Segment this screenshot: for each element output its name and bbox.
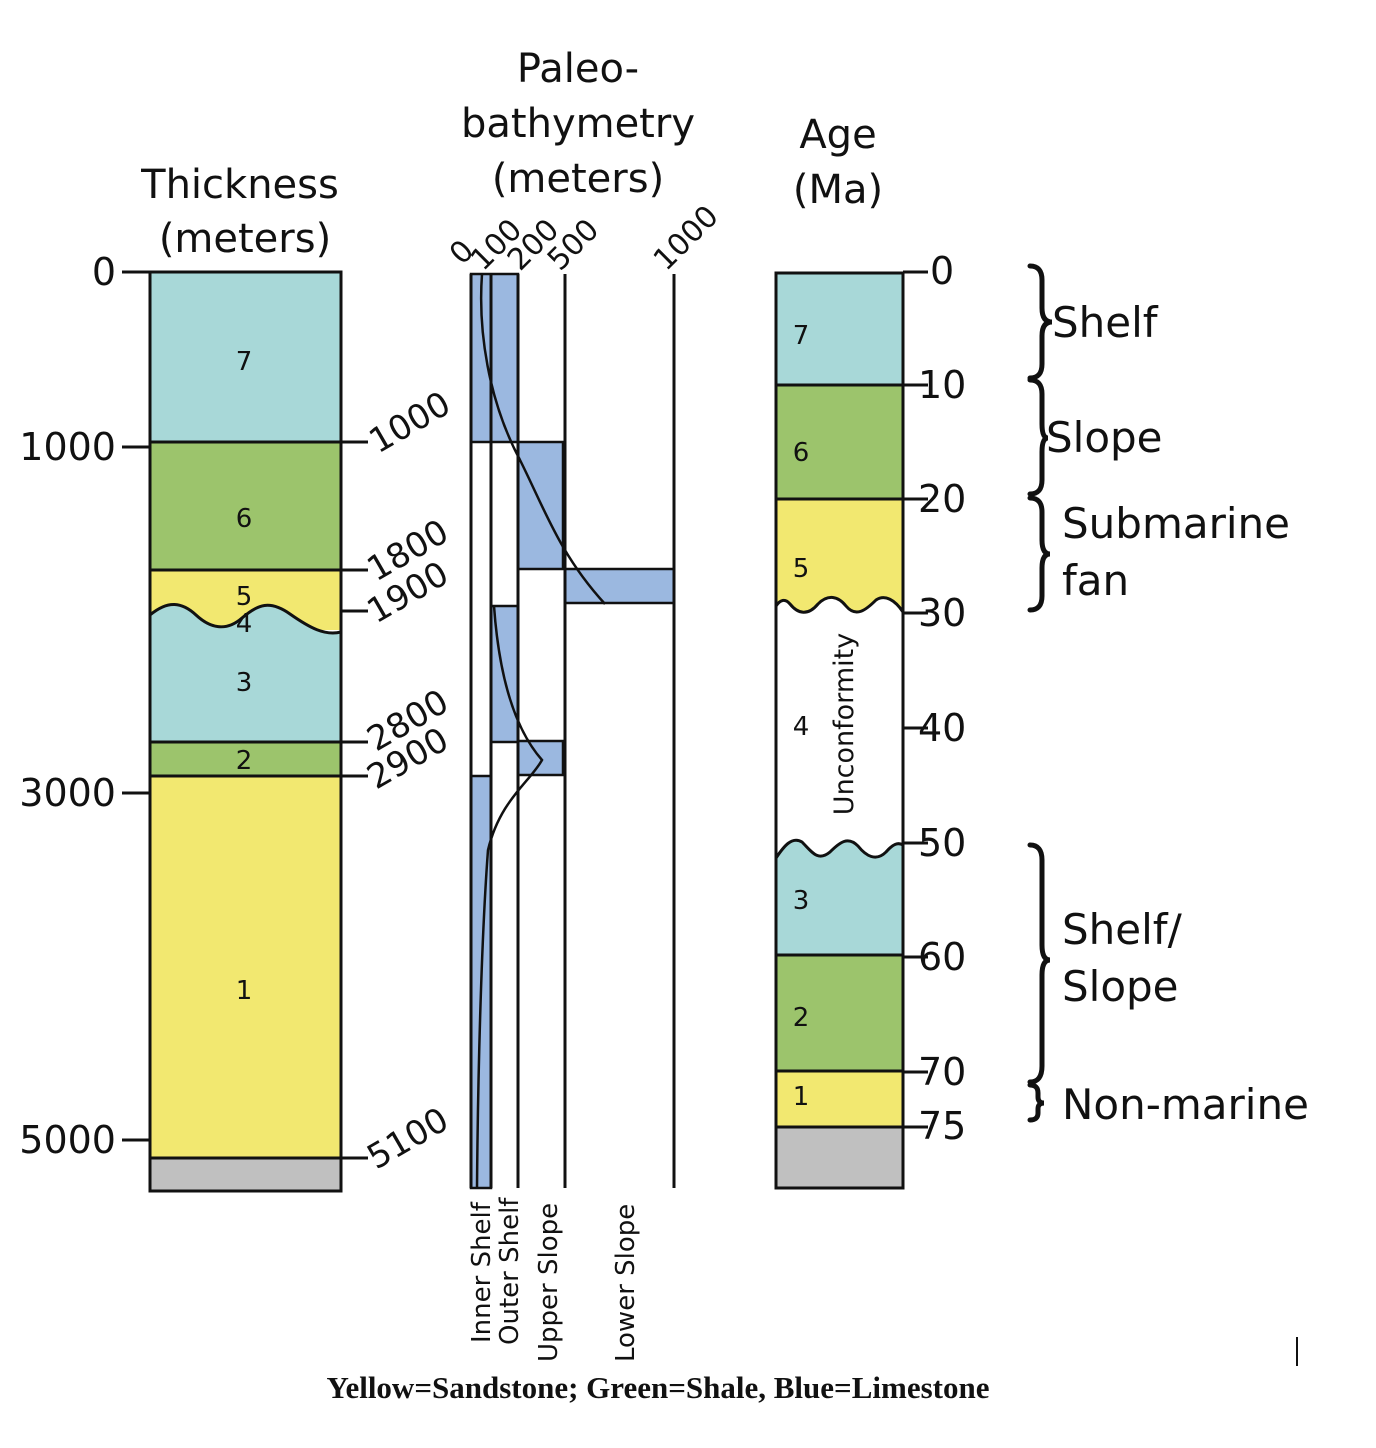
brace-slope <box>1027 377 1049 497</box>
unconformity-label: Unconformity <box>829 633 860 815</box>
unit-label: 4 <box>236 609 253 639</box>
env-label-non-marine: Non-marine <box>1062 1080 1309 1129</box>
env-label-shelf: Shelf <box>1052 298 1159 347</box>
age-unit-label: 4 <box>793 712 810 742</box>
age-unit-7-limestone <box>776 273 903 385</box>
paleo-title-line3: (meters) <box>492 156 664 202</box>
legend-caption: Yellow=Sandstone; Green=Shale, Blue=Lime… <box>327 1370 990 1405</box>
age-tick-label: 75 <box>918 1104 966 1148</box>
age-tick-label: 40 <box>918 706 966 750</box>
age-column-outline <box>774 271 905 1190</box>
age-column: Age (Ma) 0 10 20 <box>774 112 966 1190</box>
age-unit-label: 6 <box>793 438 810 468</box>
env-label-submarine: Submarine <box>1062 499 1290 548</box>
age-unit-label: 7 <box>793 321 810 351</box>
zone-label-outer-shelf: Outer Shelf <box>495 1197 525 1345</box>
age-tick-label: 0 <box>930 249 954 293</box>
boundary-depth-label: 1000 <box>363 384 458 462</box>
depth-label: 1000 <box>647 199 726 278</box>
unconformity-wave-top <box>774 596 905 614</box>
age-unit-3-limestone <box>776 840 903 955</box>
unit-7-limestone <box>150 272 341 442</box>
environment-braces <box>1027 263 1053 1123</box>
env-label-slope: Slope <box>1046 413 1163 462</box>
bathymetry-trend-curve <box>479 273 606 605</box>
age-tick-label: 10 <box>918 363 966 407</box>
age-unit-6-shale <box>776 385 903 499</box>
bathymetry-trend-curve <box>475 605 544 1189</box>
thickness-column-outline <box>148 270 343 1193</box>
unit-3-limestone <box>150 604 341 742</box>
age-unit-label: 3 <box>793 886 810 916</box>
basement <box>150 1158 341 1191</box>
zone-label-upper-slope: Upper Slope <box>534 1203 564 1362</box>
age-tick-label: 30 <box>918 591 966 635</box>
age-unit-5-sandstone <box>776 499 903 613</box>
paleo-title-line1: Paleo- <box>517 46 639 92</box>
unit-label: 6 <box>236 504 253 534</box>
env-label-slope-2: Slope <box>1062 962 1179 1011</box>
unit-6-shale <box>150 442 341 570</box>
age-unit-label: 1 <box>793 1082 810 1112</box>
env-label-fan: fan <box>1062 556 1129 605</box>
unit-label: 3 <box>236 668 253 698</box>
brace-shelf <box>1027 263 1053 381</box>
brace-submarine-fan <box>1027 495 1051 613</box>
thickness-column: Thickness (meters) 0 <box>19 162 458 1193</box>
boundary-depth-label: 5100 <box>361 1100 456 1178</box>
brace-shelf-slope <box>1027 842 1051 1085</box>
age-unit-1-sandstone <box>776 1071 903 1127</box>
unit-label: 2 <box>236 746 253 776</box>
unconformity-wave-bottom <box>774 838 904 859</box>
age-tick-label: 60 <box>918 935 966 979</box>
zone-label-inner-shelf: Inner Shelf <box>467 1201 497 1343</box>
bathymetry-bar <box>471 274 518 442</box>
thickness-tick-label: 0 <box>92 250 116 294</box>
age-tick-label: 20 <box>918 477 966 521</box>
environment-labels: Shelf Slope Submarine fan Shelf/ Slope N… <box>1046 298 1309 1129</box>
age-unit-label: 5 <box>793 554 810 584</box>
paleo-title-line2: bathymetry <box>461 101 695 147</box>
age-unit-2-shale <box>776 955 903 1071</box>
age-unit-label: 2 <box>793 1003 810 1033</box>
thickness-tick-label: 5000 <box>19 1118 116 1162</box>
bathymetry-bar <box>565 569 674 603</box>
unit-label: 5 <box>236 582 253 612</box>
thickness-tick-label: 1000 <box>19 425 116 469</box>
paleobathymetry-column: Paleo- bathymetry (meters) 0 100 200 500… <box>443 46 726 1362</box>
thickness-title-line1: Thickness <box>140 162 339 208</box>
age-tick-label: 70 <box>918 1050 966 1094</box>
age-title-line1: Age <box>799 112 876 158</box>
env-label-shelf-slash: Shelf/ <box>1062 905 1183 954</box>
thickness-tick-label: 3000 <box>19 771 116 815</box>
age-title-line2: (Ma) <box>793 167 883 213</box>
unit-label: 7 <box>236 347 253 377</box>
unit-1-sandstone <box>150 776 341 1158</box>
unconformity-wave <box>149 603 342 635</box>
unit-label: 1 <box>236 976 253 1006</box>
age-basement <box>776 1127 903 1188</box>
thickness-title-line2: (meters) <box>159 216 331 262</box>
age-tick-label: 50 <box>918 821 966 865</box>
zone-label-lower-slope: Lower Slope <box>611 1204 641 1362</box>
unit-2-shale <box>150 742 341 776</box>
brace-non-marine <box>1027 1082 1045 1123</box>
